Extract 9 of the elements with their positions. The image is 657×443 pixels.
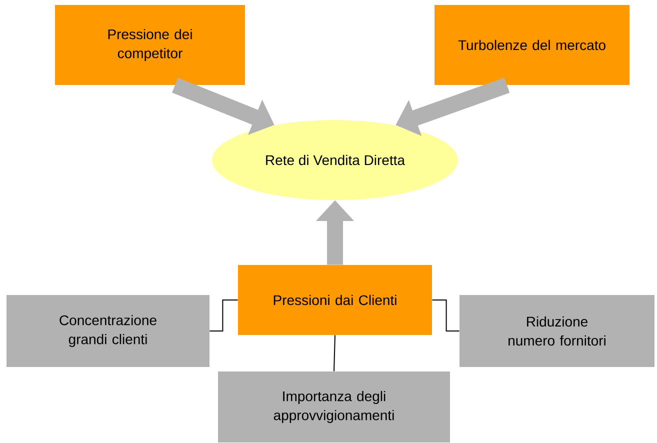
factor-box: Importanza degli approvvigionamenti <box>218 372 450 442</box>
factor-box: Concentrazione grandi clienti <box>6 295 210 367</box>
factor-box: Riduzione numero fornitori <box>460 295 654 367</box>
connector-line <box>209 300 238 332</box>
process-box: Turbolenze del mercato <box>434 5 630 85</box>
process-box: Pressioni dai Clienti <box>238 265 432 335</box>
process-box: Pressione dei competitor <box>55 5 245 85</box>
connector-line <box>334 334 336 372</box>
connector-line <box>432 300 460 332</box>
